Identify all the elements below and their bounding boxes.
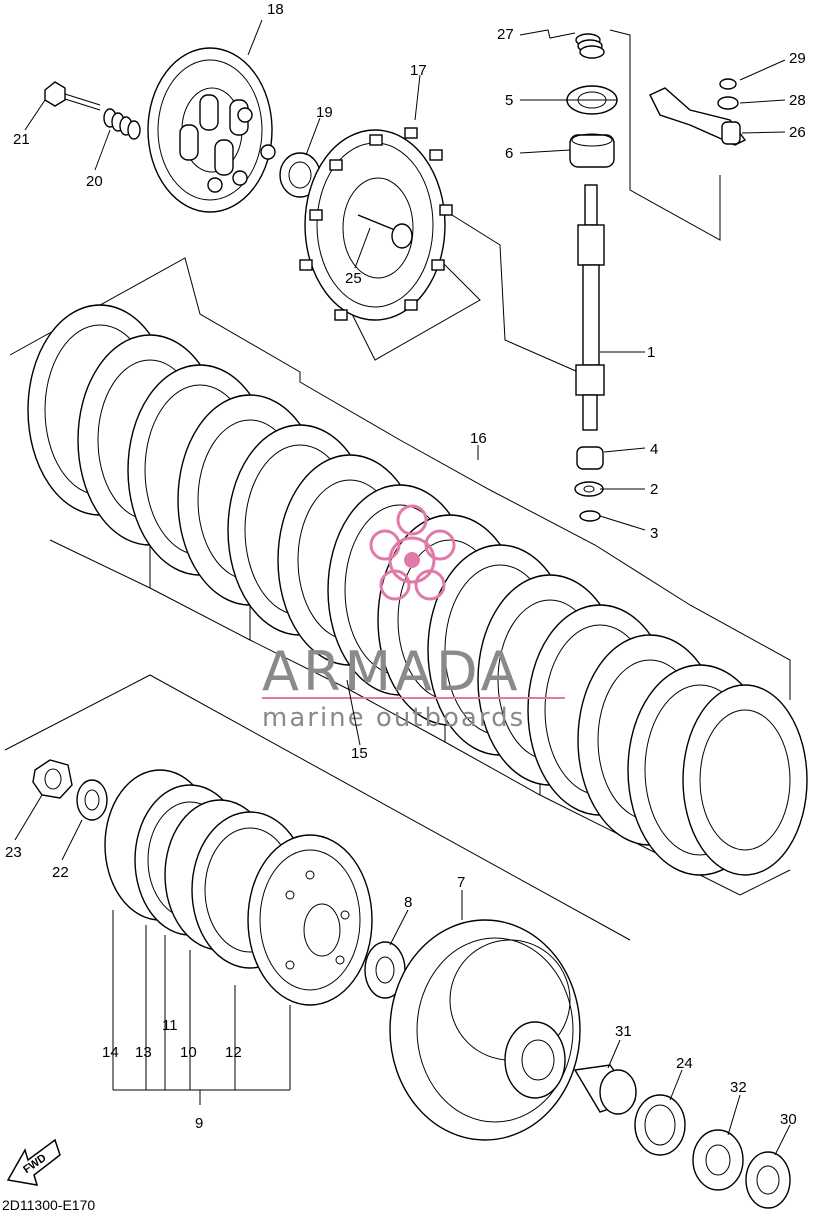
callout-24: 24: [676, 1055, 693, 1072]
part-20-clutch-spring: [103, 108, 141, 140]
part-27-spring: [575, 33, 605, 59]
watermark: ARMADA marine outboards: [262, 504, 565, 733]
callout-30: 30: [780, 1111, 797, 1128]
part-6-bearing: [569, 133, 615, 168]
part-8-thrust-washer: [364, 941, 406, 999]
leader-lines: [14, 19, 791, 1156]
callout-15: 15: [351, 745, 368, 762]
callout-31: 31: [615, 1023, 632, 1040]
callout-19: 19: [316, 104, 333, 121]
callout-25: 25: [345, 270, 362, 287]
callout-16: 16: [470, 430, 487, 447]
part-30-washer: [745, 1151, 791, 1209]
part-24-needle-bearing: [634, 1094, 686, 1156]
watermark-flower-icon: [369, 504, 456, 601]
callout-17: 17: [410, 62, 427, 79]
part-29-circlip: [719, 78, 737, 90]
callout-1: 1: [647, 344, 655, 361]
part-2-washer: [574, 481, 604, 497]
callout-20: 20: [86, 173, 103, 190]
callout-14: 14: [102, 1044, 119, 1061]
callout-3: 3: [650, 525, 658, 542]
callout-22: 22: [52, 864, 69, 881]
part-32-gear: [692, 1129, 744, 1191]
callout-6: 6: [505, 145, 513, 162]
callout-27: 27: [497, 26, 514, 43]
callout-21: 21: [13, 131, 30, 148]
callout-18: 18: [267, 1, 284, 18]
watermark-tagline: marine outboards: [262, 703, 525, 733]
part-1-push-rod-shaft: [575, 184, 605, 431]
callout-8: 8: [404, 894, 412, 911]
part-23-nut: [32, 759, 73, 799]
part-22-washer: [76, 779, 108, 821]
callout-9: 9: [195, 1115, 203, 1132]
callout-23: 23: [5, 844, 22, 861]
part-21-bolt: [44, 81, 101, 111]
part-17-pressure-plate: [299, 127, 453, 321]
part-4-bearing: [576, 446, 604, 470]
part-9-clutch-boss-assembly: [104, 769, 373, 1006]
part-28-washer: [717, 96, 739, 110]
callout-26: 26: [789, 124, 806, 141]
callout-11: 11: [162, 1017, 178, 1034]
part-19-bearing: [279, 152, 321, 198]
callout-10: 10: [180, 1044, 197, 1061]
part-3-circlip: [579, 510, 601, 522]
part-25-push-rod: [357, 214, 413, 249]
callout-28: 28: [789, 92, 806, 109]
part-26-lever: [649, 87, 747, 146]
callout-2: 2: [650, 481, 658, 498]
callout-labels: 1 2 3 4 5 6 7 8 9 10 11 12 13 14 15 16 1…: [5, 1, 806, 1132]
callout-7: 7: [457, 874, 465, 891]
drawing-code: 2D11300-E170: [2, 1197, 95, 1213]
part-18-clutch-spring-housing: [147, 47, 276, 213]
part-7-clutch-housing: [389, 919, 581, 1141]
callout-5: 5: [505, 92, 513, 109]
callout-32: 32: [730, 1079, 747, 1096]
callout-12: 12: [225, 1044, 242, 1061]
callout-13: 13: [135, 1044, 152, 1061]
fwd-arrow-icon: FWD: [6, 1138, 61, 1186]
watermark-brand: ARMADA: [262, 640, 522, 703]
callout-4: 4: [650, 441, 658, 458]
part-31-sleeve: [573, 1064, 637, 1115]
callout-29: 29: [789, 50, 806, 67]
plate-stack: [27, 304, 808, 876]
